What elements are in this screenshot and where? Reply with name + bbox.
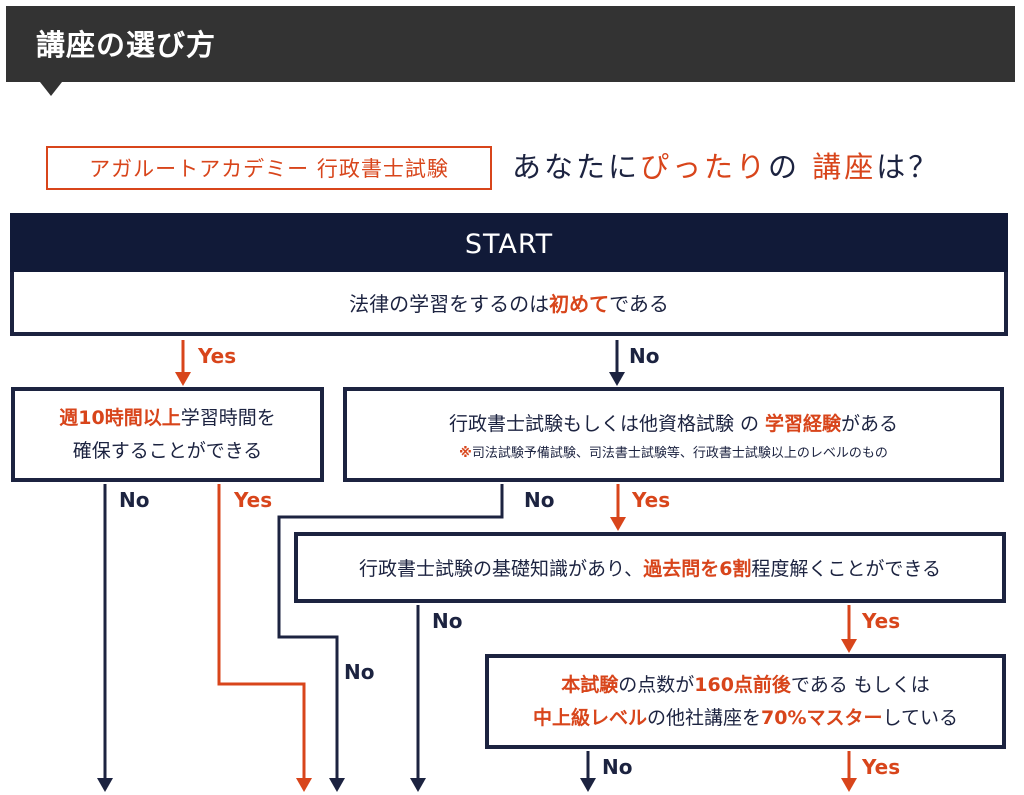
q4-yes-label: Yes: [862, 609, 901, 633]
q3-text-2: 学習経験: [765, 412, 842, 435]
q3-text-1: 行政書士試験もしくは他資格試験 の: [448, 412, 766, 435]
q3-note-text: 司法試験予備試験、司法書士試験等、行政書士試験以上のレベルのもの: [471, 445, 888, 461]
section-title: 講座の選び方: [36, 28, 217, 62]
q5-no-label: No: [602, 755, 633, 779]
q5-yes-arrowhead: [841, 778, 857, 792]
q2-yes-line: [217, 484, 306, 778]
q5-text-a1: 本試験: [561, 673, 619, 696]
q2-text-1: 週10時間以上: [59, 406, 181, 429]
q5-line-1: 本試験の点数が160点前後である もしくは: [561, 669, 930, 702]
q3-no-label: No: [524, 488, 555, 512]
q3-note-mark: ※: [459, 445, 472, 461]
q1-yes-arrowhead: [175, 372, 191, 386]
brand-label: アガルートアカデミー 行政書士試験: [46, 146, 492, 190]
q4-text-1: 行政書士試験の基礎知識があり、: [358, 558, 644, 580]
q5-line-2: 中上級レベルの他社講座を70%マスターしている: [533, 702, 958, 735]
question-1-text: 法律の学習をするのは初めてである: [349, 288, 669, 317]
q5-text-b2: の他社講座を: [647, 706, 762, 729]
q3-yes-label: Yes: [632, 488, 671, 512]
q5-text-b4: している: [882, 706, 958, 729]
chart-question: あなたにぴったりの 講座は？: [512, 144, 940, 186]
question-1-box: 法律の学習をするのは初めてである: [10, 272, 1008, 336]
q4-line: 行政書士試験の基礎知識があり、過去問を6割程度解くことができる: [359, 554, 941, 581]
question-2-box: 週10時間以上学習時間を 確保することができる: [11, 387, 324, 482]
header-pointer: [40, 82, 62, 96]
q3-text-3: がある: [841, 412, 899, 435]
q2-yes-arrowhead: [296, 778, 312, 792]
q2-line-2: 確保することができる: [72, 439, 263, 462]
q2-line-1: 週10時間以上学習時間を: [59, 402, 275, 435]
q4-yes-arrowhead: [841, 639, 857, 653]
q2-no-label: No: [119, 488, 150, 512]
q5-text-b3: 70%マスター: [761, 706, 883, 729]
question-part-4: 講座: [812, 150, 877, 184]
q1-no-arrowhead: [609, 372, 625, 386]
q3-note: ※司法試験予備試験、司法書士試験等、行政書士試験以上のレベルのもの: [459, 442, 888, 461]
question-part-1: あなたに: [512, 150, 641, 184]
q4-no-label: No: [432, 609, 463, 633]
q2-yes-label: Yes: [234, 488, 273, 512]
q5-text-a4: である もしくは: [790, 673, 930, 696]
question-4-box: 行政書士試験の基礎知識があり、過去問を6割程度解くことができる: [294, 532, 1006, 603]
q1-no-label: No: [629, 344, 660, 368]
q3-line-1: 行政書士試験もしくは他資格試験 の 学習経験がある: [449, 409, 898, 436]
question-3-box: 行政書士試験もしくは他資格試験 の 学習経験がある ※司法試験予備試験、司法書士…: [343, 387, 1004, 482]
question-5-box: 本試験の点数が160点前後である もしくは 中上級レベルの他社講座を70%マスタ…: [485, 654, 1006, 749]
q5-yes-label: Yes: [862, 755, 901, 779]
q1-text-1: 法律の学習をするのは: [349, 291, 550, 316]
q5-no-arrowhead: [580, 778, 596, 792]
q5-text-b1: 中上級レベル: [533, 706, 648, 729]
start-banner: START: [10, 213, 1008, 276]
q4-no-arrowhead: [410, 778, 426, 792]
question-part-3: の: [768, 150, 813, 184]
q5-text-a2: の点数が: [618, 673, 695, 696]
section-header: 講座の選び方: [6, 6, 1015, 82]
q3-no-branch-label: No: [344, 660, 375, 684]
q2-text-2: 学習時間を: [180, 406, 276, 429]
q3-yes-arrowhead: [610, 517, 626, 531]
q1-text-3: である: [609, 291, 669, 316]
q3-no-line: [277, 484, 504, 778]
q5-text-a3: 160点前後: [694, 673, 791, 696]
q4-text-2: 過去問を6割: [643, 558, 752, 580]
q2-no-arrowhead: [97, 778, 113, 792]
q1-yes-label: Yes: [198, 344, 237, 368]
question-part-2: ぴったり: [640, 150, 769, 184]
q1-text-2: 初めて: [549, 291, 610, 316]
q4-text-3: 程度解くことができる: [751, 558, 942, 580]
question-part-5: は？: [876, 150, 941, 184]
q3-no-arrowhead: [329, 778, 345, 792]
